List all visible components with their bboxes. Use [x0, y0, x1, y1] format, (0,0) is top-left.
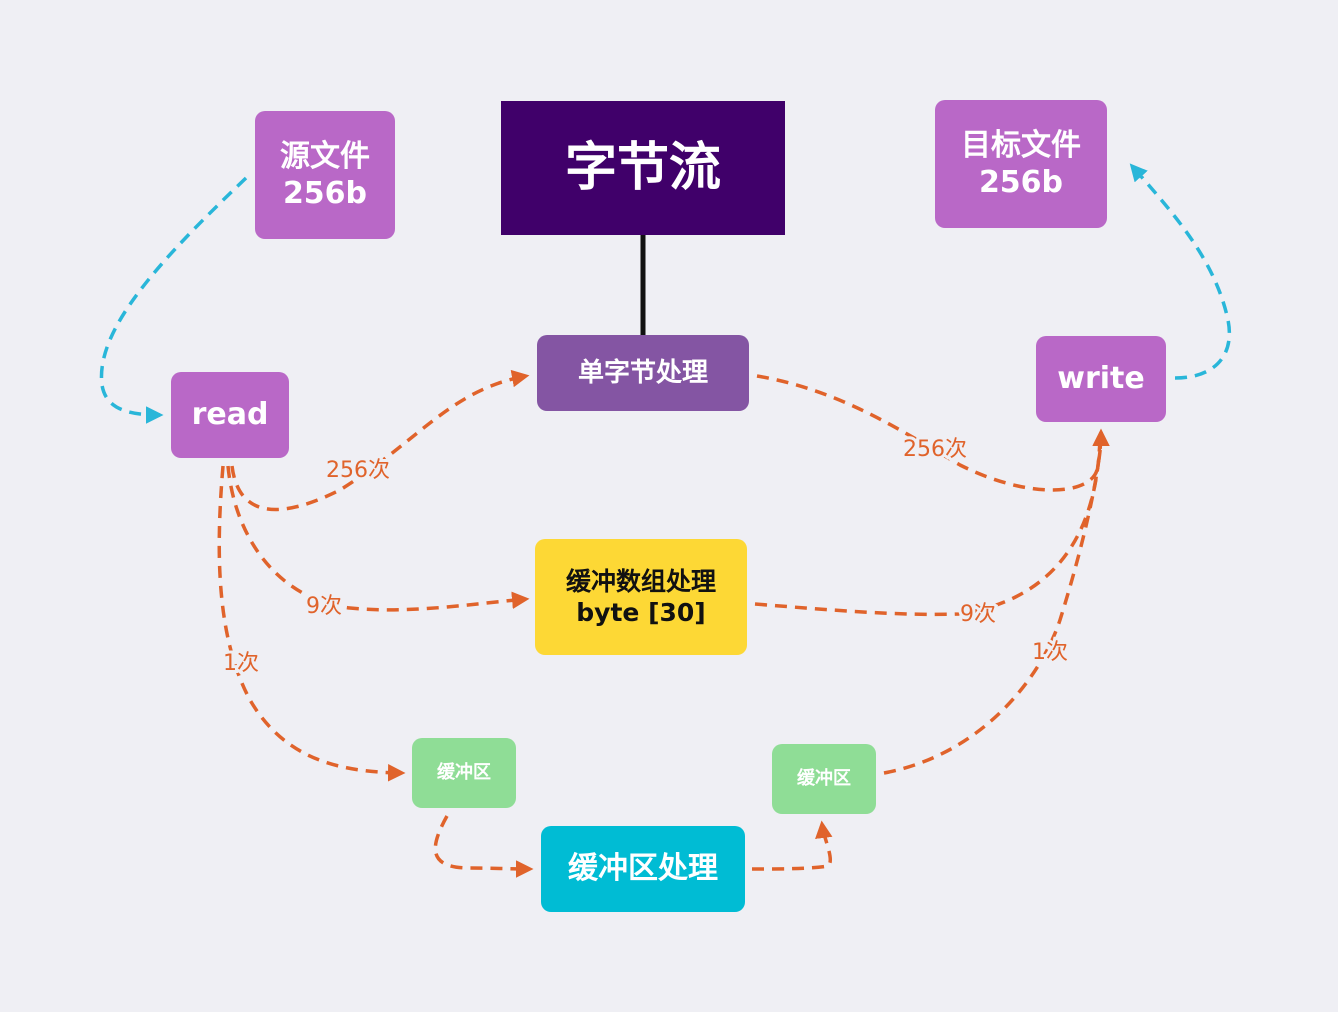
diagram-title: 字节流 — [501, 101, 785, 235]
single-byte-node: 单字节处理 — [537, 335, 749, 411]
edge-buffer-out-to-write — [883, 435, 1103, 775]
edge-label-array-write: 9次 — [960, 602, 996, 627]
write-label: write — [1057, 361, 1145, 397]
source-file-label: 源文件 — [280, 138, 370, 174]
source-file-size: 256b — [282, 176, 368, 211]
read-node: read — [171, 372, 289, 458]
target-file-label: 目标文件 — [961, 127, 1081, 163]
edge-array-to-write — [754, 434, 1102, 617]
buffer-array-label: 缓冲数组处理 — [565, 566, 716, 596]
target-file-node: 目标文件 256b — [935, 100, 1107, 228]
edge-read-to-buffer-in — [217, 465, 406, 782]
edge-write-to-target — [1129, 163, 1231, 380]
edge-label-read-single: 256次 — [326, 458, 390, 483]
source-file-node: 源文件 256b — [255, 111, 395, 239]
edge-buffer-in-to-process — [433, 815, 534, 878]
edge-label-single-write: 256次 — [903, 437, 967, 462]
edge-read-to-single — [230, 369, 530, 512]
edge-source-to-read — [99, 176, 248, 424]
buffer-in-node: 缓冲区 — [412, 738, 516, 808]
buffer-out-node: 缓冲区 — [772, 744, 876, 814]
buffer-array-size: byte [30] — [576, 598, 706, 627]
buffer-in-label: 缓冲区 — [437, 761, 491, 783]
edge-read-to-array — [226, 465, 530, 612]
read-label: read — [191, 397, 269, 433]
buffer-out-label: 缓冲区 — [797, 767, 851, 789]
edge-process-to-buffer-out — [751, 820, 833, 871]
edge-label-read-buffer: 1次 — [223, 651, 259, 676]
buffer-process-node: 缓冲区处理 — [541, 826, 745, 912]
edge-label-buffer-write: 1次 — [1032, 640, 1068, 665]
target-file-size: 256b — [978, 165, 1064, 200]
write-node: write — [1036, 336, 1166, 422]
edge-label-read-array: 9次 — [306, 594, 342, 619]
buffer-array-node: 缓冲数组处理 byte [30] — [535, 539, 747, 655]
buffer-process-label: 缓冲区处理 — [568, 851, 718, 887]
title-text: 字节流 — [564, 137, 721, 198]
single-byte-label: 单字节处理 — [577, 357, 708, 388]
